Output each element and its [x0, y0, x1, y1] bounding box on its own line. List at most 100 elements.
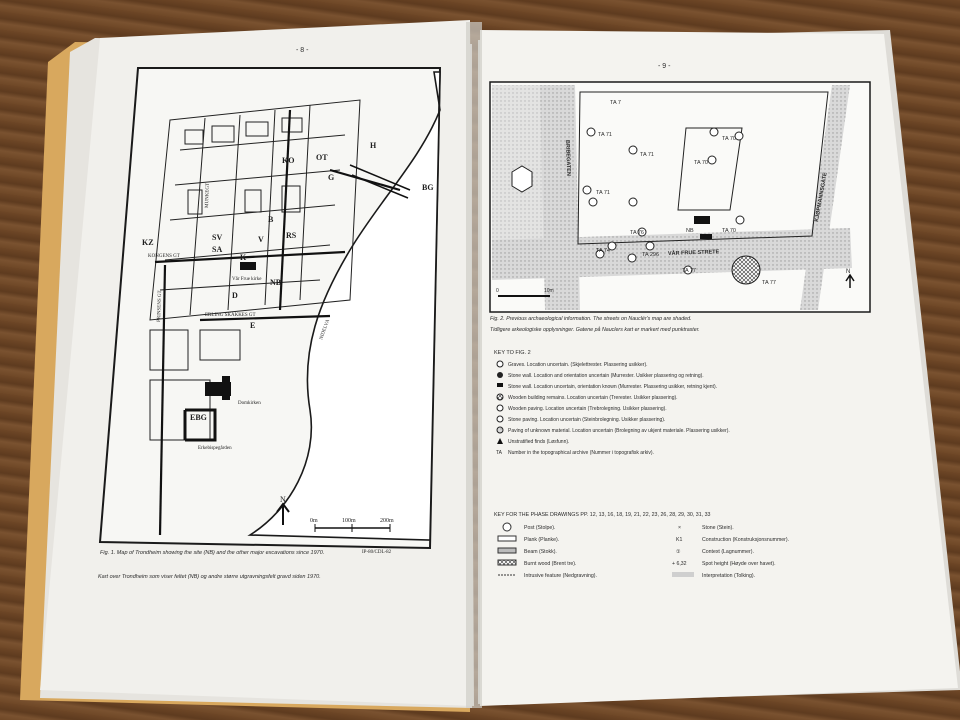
main-streets — [154, 109, 401, 536]
svg-text:Plank (Planke).: Plank (Planke). — [524, 537, 559, 543]
svg-text:×: × — [678, 525, 681, 531]
svg-text:Paving of unknown material. Lo: Paving of unknown material. Location unc… — [508, 428, 730, 434]
vaar-frue-kirke — [240, 262, 256, 270]
fig2-caption-no: Tidligere arkeologiske opplysninger. Gat… — [490, 326, 700, 333]
svg-text:Spot height (Høyde over havet): Spot height (Høyde over havet). — [702, 561, 776, 567]
svg-text:Intrusive feature (Nedgravning: Intrusive feature (Nedgravning). — [524, 573, 597, 579]
site-label: V — [258, 235, 264, 244]
svg-text:Construction (Konstruksjonsnum: Construction (Konstruksjonsnummer). — [702, 537, 789, 543]
building-labels: Vår Frue kirke Domkirken Erkebispegården — [198, 276, 262, 451]
key-item: Interpretation (Tolking). — [672, 572, 755, 579]
street-label: ERLING SKAKKES GT — [205, 313, 256, 318]
street-label: VÅR FRUE STRETE — [668, 248, 720, 257]
key-item: + 6,32 Spot height (Høyde over havet). — [672, 561, 776, 567]
octagon-feature — [511, 165, 533, 193]
svg-text:Stone (Stein).: Stone (Stein). — [702, 525, 734, 531]
key-item: Graves. Location uncertain. (Skjelettres… — [496, 360, 648, 368]
svg-text:①: ① — [676, 549, 681, 555]
fig1-caption-no: Kart over Trondheim som viser feltet (NB… — [98, 574, 321, 580]
find-symbols — [582, 127, 745, 275]
site-labels: H BG KO OT G B SV SA V RS K NB KZ D E EB… — [142, 141, 434, 422]
street-label: BRIBEGATEN — [564, 140, 571, 176]
key-item: Plank (Planke). — [497, 535, 559, 543]
building-label: Domkirken — [238, 401, 261, 406]
site-label: BG — [422, 183, 434, 192]
north-label: N — [280, 495, 286, 504]
site-label: KZ — [142, 238, 154, 247]
key-item: × Stone (Stein). — [678, 525, 734, 531]
svg-text:+ 6,32: + 6,32 — [672, 561, 687, 567]
stone-wall-mark — [694, 216, 710, 224]
ta-label: TA 71 — [598, 132, 612, 138]
gutter-shadow — [466, 22, 482, 708]
site-label: B — [268, 215, 274, 224]
key-item: Paving of unknown material. Location unc… — [496, 426, 730, 434]
key-item: Stone wall. Location and orientation unc… — [497, 372, 704, 379]
svg-text:K1: K1 — [676, 537, 682, 543]
site-label: K — [240, 253, 247, 262]
site-label: OT — [316, 153, 328, 162]
ta-labels: TA 7 TA 71 TA 71 TA 71 TA 70 TA 70 TA 70… — [596, 100, 776, 286]
street-label: MUNKEGT — [205, 183, 211, 208]
ta-label: TA 77 — [682, 268, 696, 274]
svg-text:Graves. Location uncertain. (S: Graves. Location uncertain. (Skjelettres… — [508, 362, 648, 368]
old-town-bridge — [349, 164, 411, 199]
key-item: ① Context (Lagnummer). — [676, 549, 754, 555]
key-item: Beam (Stokk). — [497, 547, 557, 555]
building-label: Vår Frue kirke — [232, 276, 262, 282]
key-item: Post (Stolpe). — [502, 522, 555, 532]
key-item: K1 Construction (Konstruksjonsnummer). — [676, 537, 789, 543]
building-outline — [677, 127, 743, 211]
stone-wall-mark — [700, 234, 712, 239]
ta-label: TA 77 — [762, 280, 776, 286]
site-label: KO — [282, 156, 294, 165]
ta-label: TA 70 — [722, 136, 736, 142]
svg-text:Context (Lagnummer).: Context (Lagnummer). — [702, 549, 754, 555]
svg-text:Beam (Stokk).: Beam (Stokk). — [524, 549, 557, 555]
street-label: PRINSENS GT — [157, 290, 163, 322]
left-page-number: - 8 - — [296, 47, 309, 54]
key-fig2-title: KEY TO FIG. 2 — [494, 350, 531, 356]
street-label: KONGENS GT — [148, 254, 180, 259]
svg-text:Post (Stolpe).: Post (Stolpe). — [524, 525, 555, 531]
fig1-caption-en: Fig. 1. Map of Trondheim showing the sit… — [100, 550, 324, 556]
ta-label: TA 76 — [630, 230, 644, 236]
key-item: Stone wall. Location uncertain, orientat… — [497, 383, 717, 390]
plan-scale: 0 10m — [496, 288, 554, 297]
ta-label: TA 74 — [596, 248, 610, 254]
scale-label: 200m — [380, 518, 394, 524]
paving-unknown-area — [731, 255, 761, 285]
site-label: SV — [212, 233, 222, 242]
street-west-area — [492, 85, 545, 240]
site-label: E — [250, 321, 255, 330]
scale-label: 0m — [310, 518, 318, 524]
key-item: Intrusive feature (Nedgravning). — [498, 573, 597, 579]
scale-label: 0 — [496, 288, 499, 294]
scale-label: 100m — [342, 518, 356, 524]
north-arrow: N — [276, 495, 290, 525]
svg-text:Wooden paving. Location uncert: Wooden paving. Location uncertain (Trebr… — [508, 406, 667, 412]
svg-text:Wooden building remains. Locat: Wooden building remains. Location uncert… — [508, 395, 678, 401]
svg-text:Stone paving. Location uncerta: Stone paving. Location uncertain (Steinb… — [508, 417, 665, 423]
erkebispegarden-building — [183, 408, 217, 442]
key-item: Wooden building remains. Location uncert… — [496, 393, 678, 401]
site-label: H — [370, 141, 377, 150]
key-fig2-list: Graves. Location uncertain. (Skjelettres… — [496, 360, 730, 456]
ta-label: TA 70 — [694, 160, 708, 166]
key-phase-left: Post (Stolpe). Plank (Planke). Beam (Sto… — [497, 522, 597, 579]
site-label: G — [328, 173, 334, 182]
fig2-caption-en: Fig. 2. Previous archaeological informat… — [490, 316, 692, 322]
key-item: Burnt wood (Brent tre). — [497, 559, 576, 567]
svg-text:Stone wall. Location and orien: Stone wall. Location and orientation unc… — [508, 373, 704, 379]
key-phase-title: KEY FOR THE PHASE DRAWINGS PP. 12, 13, 1… — [494, 512, 711, 518]
svg-text:Stone wall. Location uncertain: Stone wall. Location uncertain, orientat… — [508, 384, 717, 390]
domkirken-tower — [222, 376, 230, 400]
ta-label: TA 71 — [640, 152, 654, 158]
building-label: Erkebispegården — [198, 445, 232, 451]
site-label: RS — [286, 231, 297, 240]
site-label-ebg: EBG — [190, 413, 207, 422]
city-blocks — [149, 99, 361, 441]
trondheim-map: H BG KO OT G B SV SA V RS K NB KZ D E EB… — [98, 67, 442, 550]
